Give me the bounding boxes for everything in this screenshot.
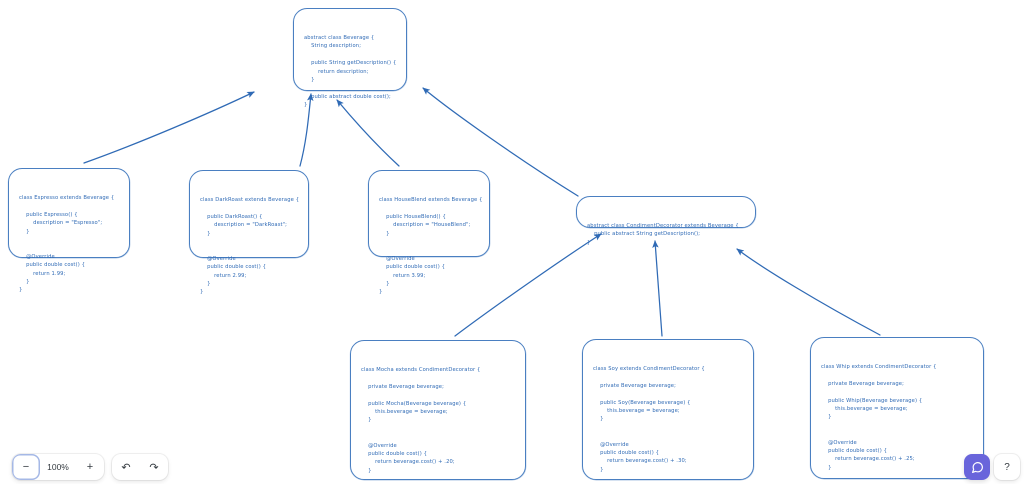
class-box-houseblend[interactable]: class HouseBlend extends Beverage { publ…: [368, 170, 490, 295]
class-box-soy[interactable]: class Soy extends CondimentDecorator { p…: [582, 339, 754, 480]
class-box-espresso-code: class Espresso extends Beverage { public…: [19, 194, 115, 294]
class-box-whip-code: class Whip extends CondimentDecorator { …: [821, 363, 937, 471]
zoom-level-display[interactable]: 100%: [47, 462, 69, 472]
arrow-whip-to-condimentdecorator: [736, 248, 881, 336]
zoom-controls[interactable]: − 100% +: [12, 454, 104, 480]
class-box-beverage-code: abstract class Beverage { String descrip…: [304, 34, 397, 109]
class-box-mocha-code: class Mocha extends CondimentDecorator {…: [361, 366, 481, 474]
class-box-condimentdecorator[interactable]: abstract class CondimentDecorator extend…: [576, 196, 756, 246]
help-button[interactable]: ?: [994, 454, 1020, 480]
help-label: ?: [1004, 461, 1010, 473]
redo-button[interactable]: ↷: [149, 461, 159, 474]
history-controls[interactable]: ↶ ↷: [112, 454, 168, 480]
class-box-soy-code: class Soy extends CondimentDecorator { p…: [593, 365, 705, 473]
undo-button[interactable]: ↶: [121, 461, 131, 474]
class-box-mocha[interactable]: class Mocha extends CondimentDecorator {…: [350, 340, 526, 480]
chat-bubble-icon: [971, 461, 983, 473]
arrow-espresso-to-beverage: [83, 91, 255, 164]
class-box-beverage[interactable]: abstract class Beverage { String descrip…: [293, 8, 407, 108]
class-box-darkroast[interactable]: class DarkRoast extends Beverage { publi…: [189, 170, 309, 295]
zoom-in-button[interactable]: +: [86, 461, 94, 473]
class-box-houseblend-code: class HouseBlend extends Beverage { publ…: [379, 196, 483, 296]
class-box-condimentdecorator-code: abstract class CondimentDecorator extend…: [587, 222, 739, 246]
class-box-whip[interactable]: class Whip extends CondimentDecorator { …: [810, 337, 984, 479]
zoom-out-button[interactable]: −: [12, 454, 40, 480]
class-box-darkroast-code: class DarkRoast extends Beverage { publi…: [200, 196, 300, 296]
class-box-espresso[interactable]: class Espresso extends Beverage { public…: [8, 168, 130, 293]
feedback-chat-icon[interactable]: [964, 454, 990, 480]
